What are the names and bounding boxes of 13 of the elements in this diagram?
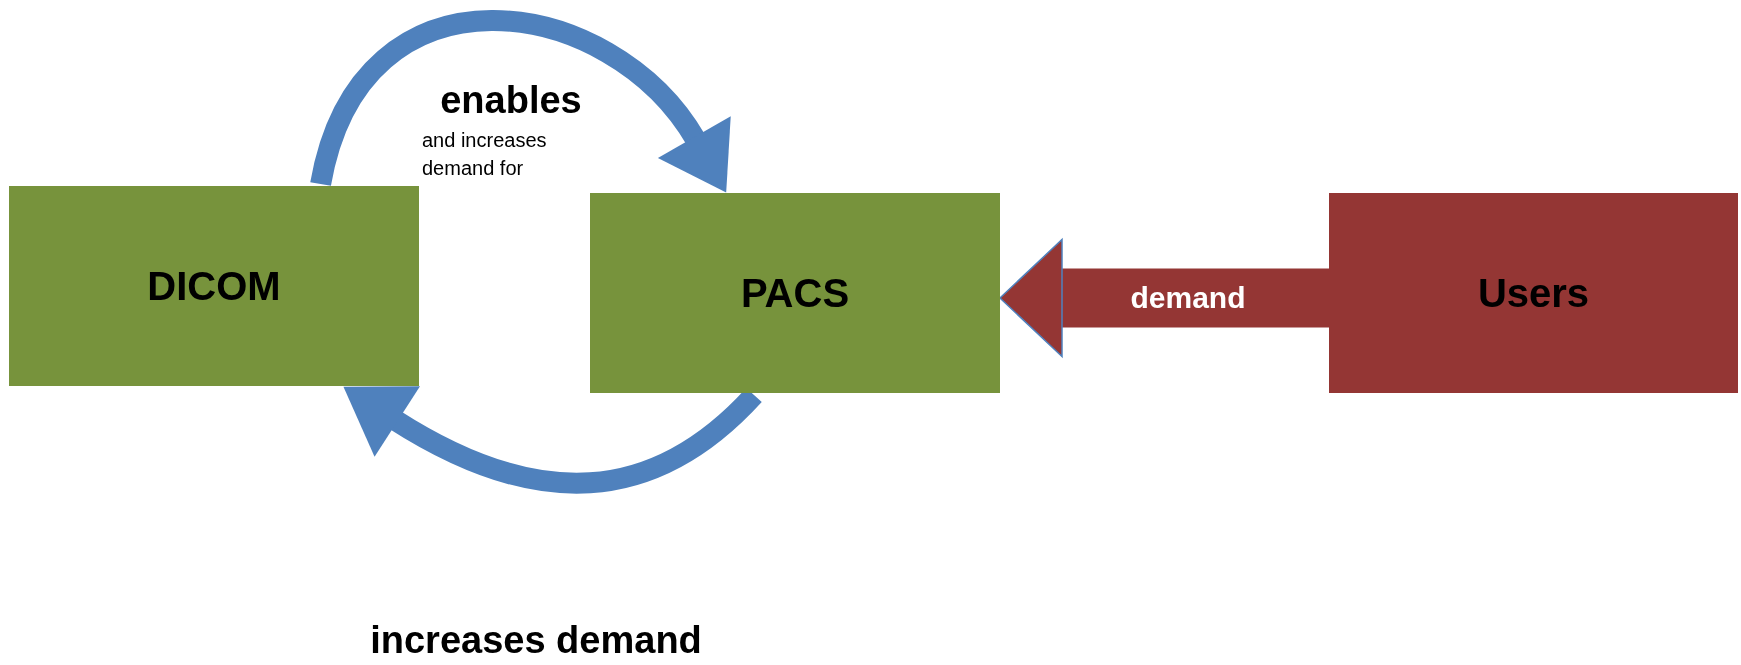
process-box — [590, 193, 1000, 393]
curved-arrow — [342, 385, 762, 494]
process-box — [9, 186, 419, 386]
block-arrow — [999, 238, 1329, 358]
process-box — [1329, 193, 1738, 393]
edge-label: increases demand — [370, 621, 702, 659]
note-text: and increases demand for — [422, 128, 548, 181]
box-label: Users — [1477, 270, 1590, 317]
curved-arrow — [310, 10, 731, 190]
edge-label: enables — [440, 81, 582, 119]
box-label: PACS — [740, 270, 850, 317]
box-label: DICOM — [147, 263, 281, 310]
edge-label: demand — [1130, 283, 1246, 313]
